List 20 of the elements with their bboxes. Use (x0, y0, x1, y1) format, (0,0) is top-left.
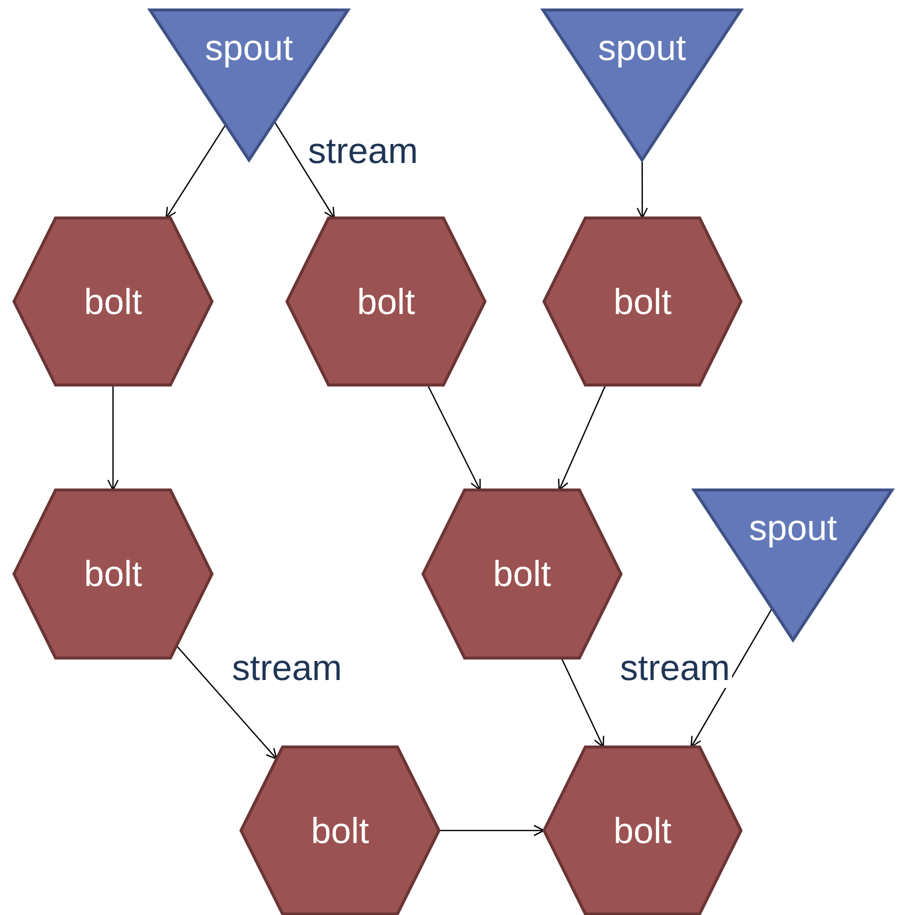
node-label: bolt (82, 282, 144, 322)
arrow (166, 124, 226, 219)
node-label: bolt (492, 554, 552, 594)
node-label: bolt (612, 282, 673, 322)
node-label: spout (748, 508, 838, 548)
node-label: bolt (356, 282, 416, 322)
node-label: bolt (612, 810, 673, 850)
node-label: spout (596, 28, 688, 68)
arrow (274, 122, 335, 219)
node-label: spout (204, 28, 294, 68)
arrow (176, 645, 278, 760)
arrow (439, 824, 545, 836)
arrow (690, 608, 773, 748)
node-label: bolt (82, 554, 144, 594)
arrow (636, 160, 648, 219)
arrow (560, 658, 604, 748)
arrow (107, 385, 119, 491)
arrow (427, 384, 481, 491)
node-label: bolt (310, 810, 370, 850)
arrow (558, 384, 606, 491)
